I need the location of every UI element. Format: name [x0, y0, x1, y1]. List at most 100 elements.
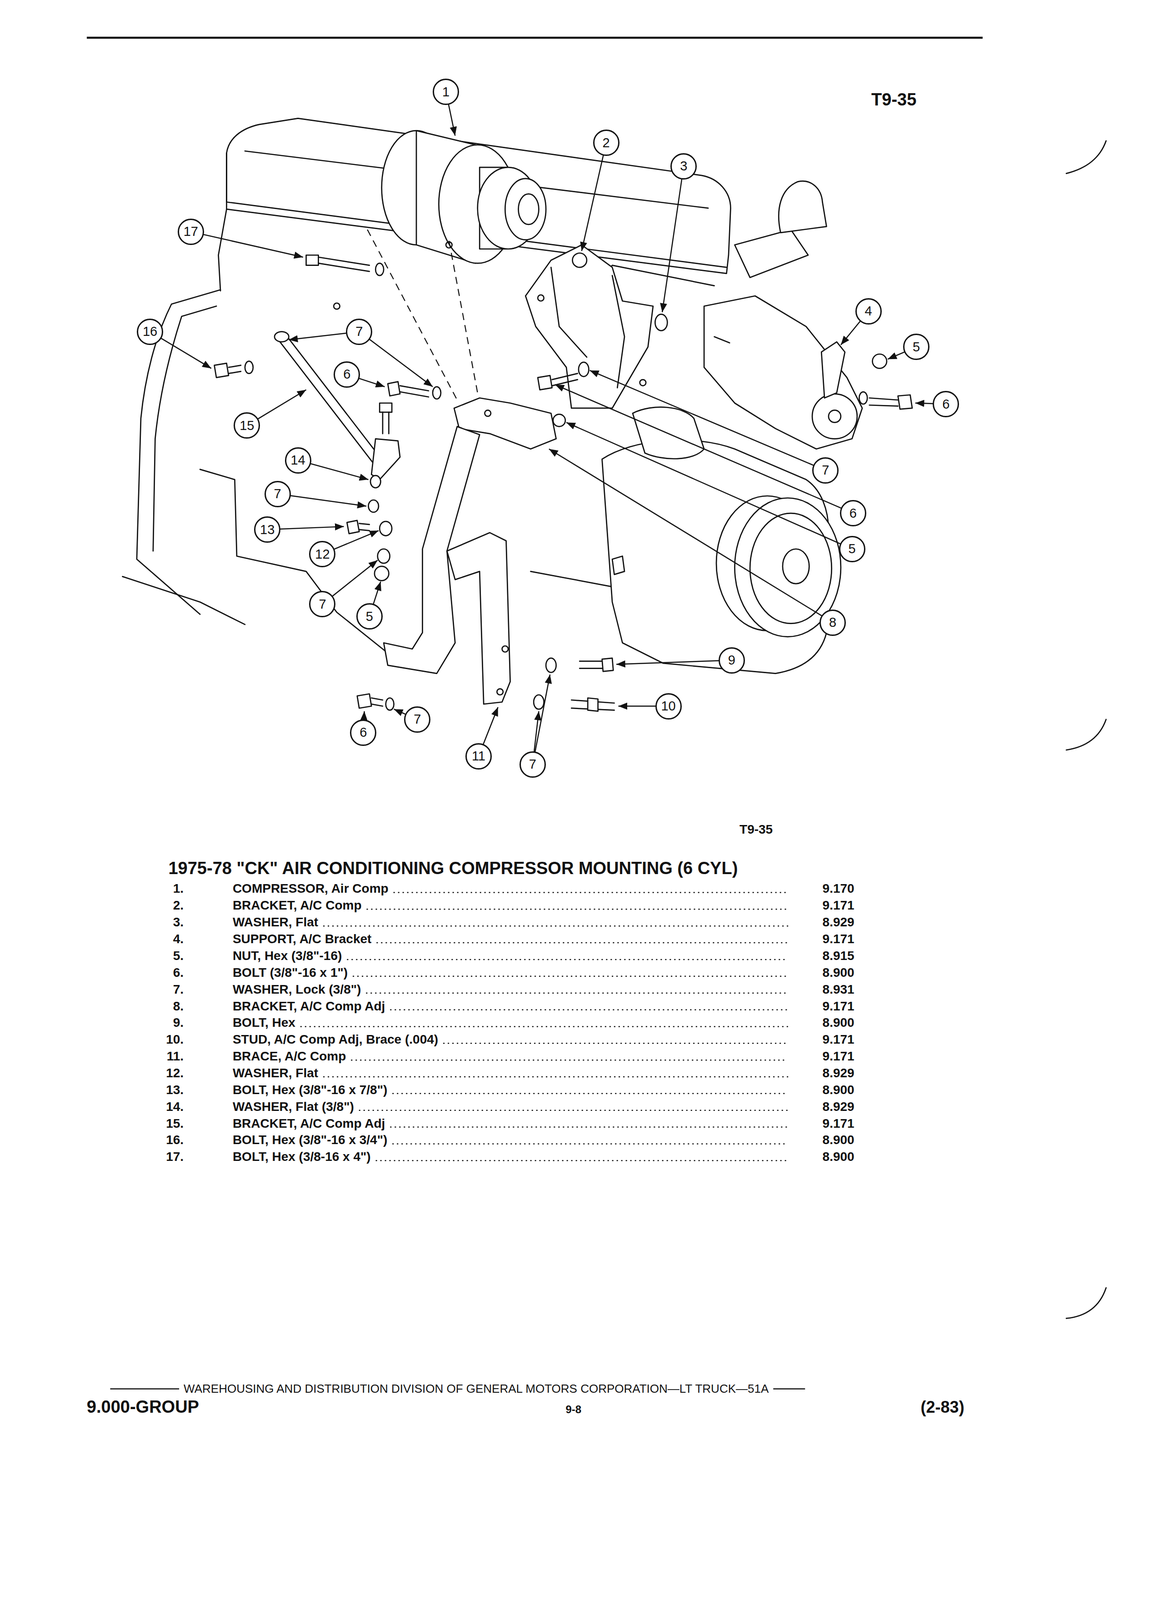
- callout-number: 1: [442, 85, 450, 99]
- callout-number: 14: [290, 453, 305, 467]
- washer: [244, 361, 254, 374]
- part-name: BRACE, A/C Comp: [232, 1049, 346, 1064]
- callout-circle: 14: [284, 447, 312, 474]
- dot-leader: [390, 1126, 788, 1128]
- leader-line: [277, 494, 367, 507]
- engine-block: [122, 576, 245, 625]
- callout-circle: 4: [855, 298, 882, 325]
- timing-cover: [602, 439, 829, 674]
- rod-eye: [274, 331, 289, 342]
- item-number: 5.: [173, 948, 184, 964]
- dot-leader: [323, 925, 788, 927]
- group-code: 9.171: [822, 998, 855, 1014]
- callout-circle: 6: [349, 719, 377, 746]
- timing-tab: [612, 555, 625, 575]
- item-number: 14.: [165, 1099, 184, 1115]
- hole: [639, 379, 646, 386]
- callout-circle: 6: [333, 361, 360, 388]
- callout-circle: 11: [465, 743, 492, 770]
- hole: [333, 303, 340, 310]
- bolt-head: [537, 375, 552, 390]
- group-code: 8.929: [822, 1065, 855, 1081]
- hole: [445, 241, 452, 248]
- footer-rule: [109, 1388, 180, 1390]
- callout-number: 9: [728, 653, 736, 667]
- page-title: 1975-78 "CK" AIR CONDITIONING COMPRESSOR…: [168, 858, 738, 879]
- bolt-head: [602, 658, 614, 672]
- bolt-shank: [382, 412, 389, 434]
- callout-circle: 7: [309, 590, 336, 618]
- callout-number: 7: [821, 463, 830, 477]
- item-number: 16.: [165, 1132, 184, 1148]
- dot-leader: [347, 959, 788, 961]
- brace: [446, 532, 510, 705]
- oil-pan-rail: [530, 571, 613, 587]
- hole: [484, 409, 491, 416]
- bolt-shank: [371, 698, 383, 707]
- callout-circle: 5: [356, 603, 383, 630]
- group-code: 9.171: [822, 931, 855, 947]
- outlet-neck: [778, 180, 827, 233]
- dot-leader: [300, 1025, 788, 1028]
- bracket-support: [821, 341, 845, 398]
- leader-line: [589, 370, 826, 471]
- bolt-shank: [552, 373, 578, 386]
- item-number: 9.: [173, 1015, 184, 1030]
- washer: [379, 521, 392, 536]
- washer: [578, 362, 589, 377]
- part-name: BRACKET, A/C Comp Adj: [232, 1116, 385, 1131]
- group-code: 8.931: [822, 982, 855, 997]
- callout-circle: 7: [404, 706, 431, 733]
- group-code: 9.171: [822, 1032, 855, 1047]
- water-pump-hub: [828, 409, 841, 423]
- callout-circle: 5: [839, 535, 866, 563]
- dot-leader: [367, 908, 789, 910]
- figure-number: T9-35: [871, 89, 917, 110]
- callout-circle: 17: [177, 218, 205, 245]
- dot-leader: [390, 1009, 788, 1011]
- bolt-head: [346, 520, 360, 534]
- callout-number: 7: [529, 757, 537, 771]
- bracket-edge: [550, 267, 625, 388]
- callout-circle: 9: [718, 647, 745, 674]
- bolt-head: [306, 254, 319, 265]
- callout-number: 6: [942, 397, 950, 411]
- dot-leader: [392, 1143, 788, 1145]
- part-name: COMPRESSOR, Air Comp: [232, 881, 389, 896]
- leader-line: [359, 331, 433, 387]
- part-name: BOLT, Hex (3/8"-16 x 3/4"): [232, 1132, 388, 1148]
- thermostat-housing: [734, 229, 809, 278]
- revision-date: (2-83): [920, 1397, 965, 1417]
- hole: [572, 253, 587, 268]
- part-name: SUPPORT, A/C Bracket: [232, 931, 372, 947]
- group-code: 8.929: [822, 1099, 855, 1115]
- callout-circle: 7: [812, 457, 839, 484]
- callout-number: 13: [259, 523, 275, 537]
- callout-circle: 10: [655, 693, 682, 720]
- callout-number: 6: [343, 367, 351, 381]
- callout-number: 7: [355, 324, 363, 339]
- leader-line: [581, 142, 607, 251]
- hole: [537, 294, 544, 301]
- leader-line: [662, 166, 684, 313]
- dot-leader: [359, 1109, 788, 1111]
- callout-number: 5: [848, 542, 856, 556]
- nut: [374, 566, 389, 581]
- group-label: 9.000-GROUP: [86, 1397, 200, 1418]
- dot-leader: [376, 942, 788, 944]
- callout-circle: 6: [839, 499, 867, 527]
- figure-number: T9-35: [739, 822, 773, 837]
- callout-number: 5: [912, 340, 920, 354]
- leader-line: [616, 659, 732, 665]
- washer: [432, 386, 441, 400]
- part-name: BOLT, Hex: [232, 1015, 296, 1030]
- callout-number: 15: [239, 419, 255, 433]
- washer: [375, 263, 384, 276]
- part-name: WASHER, Lock (3/8"): [232, 982, 361, 997]
- callout-circle: 16: [136, 318, 164, 345]
- stud-hex: [587, 698, 598, 712]
- dot-leader: [394, 891, 789, 894]
- item-number: 17.: [165, 1149, 184, 1164]
- part-name: WASHER, Flat: [232, 914, 319, 930]
- bolt-head: [357, 694, 372, 709]
